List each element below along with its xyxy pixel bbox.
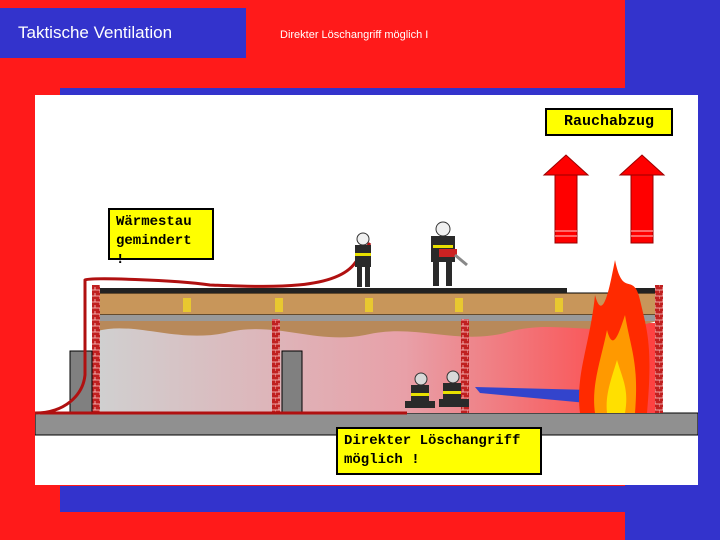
arrow-up-icon: [618, 154, 666, 244]
slide-title: Taktische Ventilation: [0, 8, 246, 58]
firefighter-icon: [405, 372, 435, 408]
firefighter-icon: [439, 370, 469, 407]
wall-left: [92, 285, 100, 413]
label-waermestau-line1: Wärmestau: [116, 214, 192, 230]
roof-surface: [97, 288, 567, 293]
ceiling-beam: [96, 292, 658, 316]
label-loeschangriff-line2: möglich !: [344, 452, 420, 468]
door-middle: [281, 350, 303, 414]
hose-icon: [34, 242, 372, 415]
building-scene: [34, 95, 699, 485]
arrow-up-icon: [542, 154, 590, 244]
label-waermestau: Wärmestau gemindert !: [108, 208, 214, 268]
label-waermestau-line2: gemindert !: [116, 233, 192, 268]
slide-subtitle: Direkter Löschangriff möglich I: [280, 29, 429, 41]
ceiling-underside: [97, 315, 657, 321]
decor-blue-line-top: [60, 88, 700, 96]
label-loeschangriff: Direkter Löschangriff möglich !: [336, 427, 542, 475]
pillar-1: [272, 319, 280, 413]
label-loeschangriff-line1: Direkter Löschangriff: [344, 433, 521, 449]
wall-right: [655, 285, 663, 413]
label-rauchabzug: Rauchabzug: [545, 108, 673, 136]
firefighter-icon: [355, 232, 371, 287]
firefighter-icon: [431, 221, 468, 286]
roof-surface-right: [625, 288, 657, 293]
fire-icon: [578, 260, 650, 413]
scene-illustration: [34, 154, 699, 436]
pillar-2: [461, 319, 469, 413]
door-left: [69, 350, 93, 414]
ceiling-joists: [183, 298, 563, 312]
decor-blue-strip-bottom: [60, 486, 625, 512]
